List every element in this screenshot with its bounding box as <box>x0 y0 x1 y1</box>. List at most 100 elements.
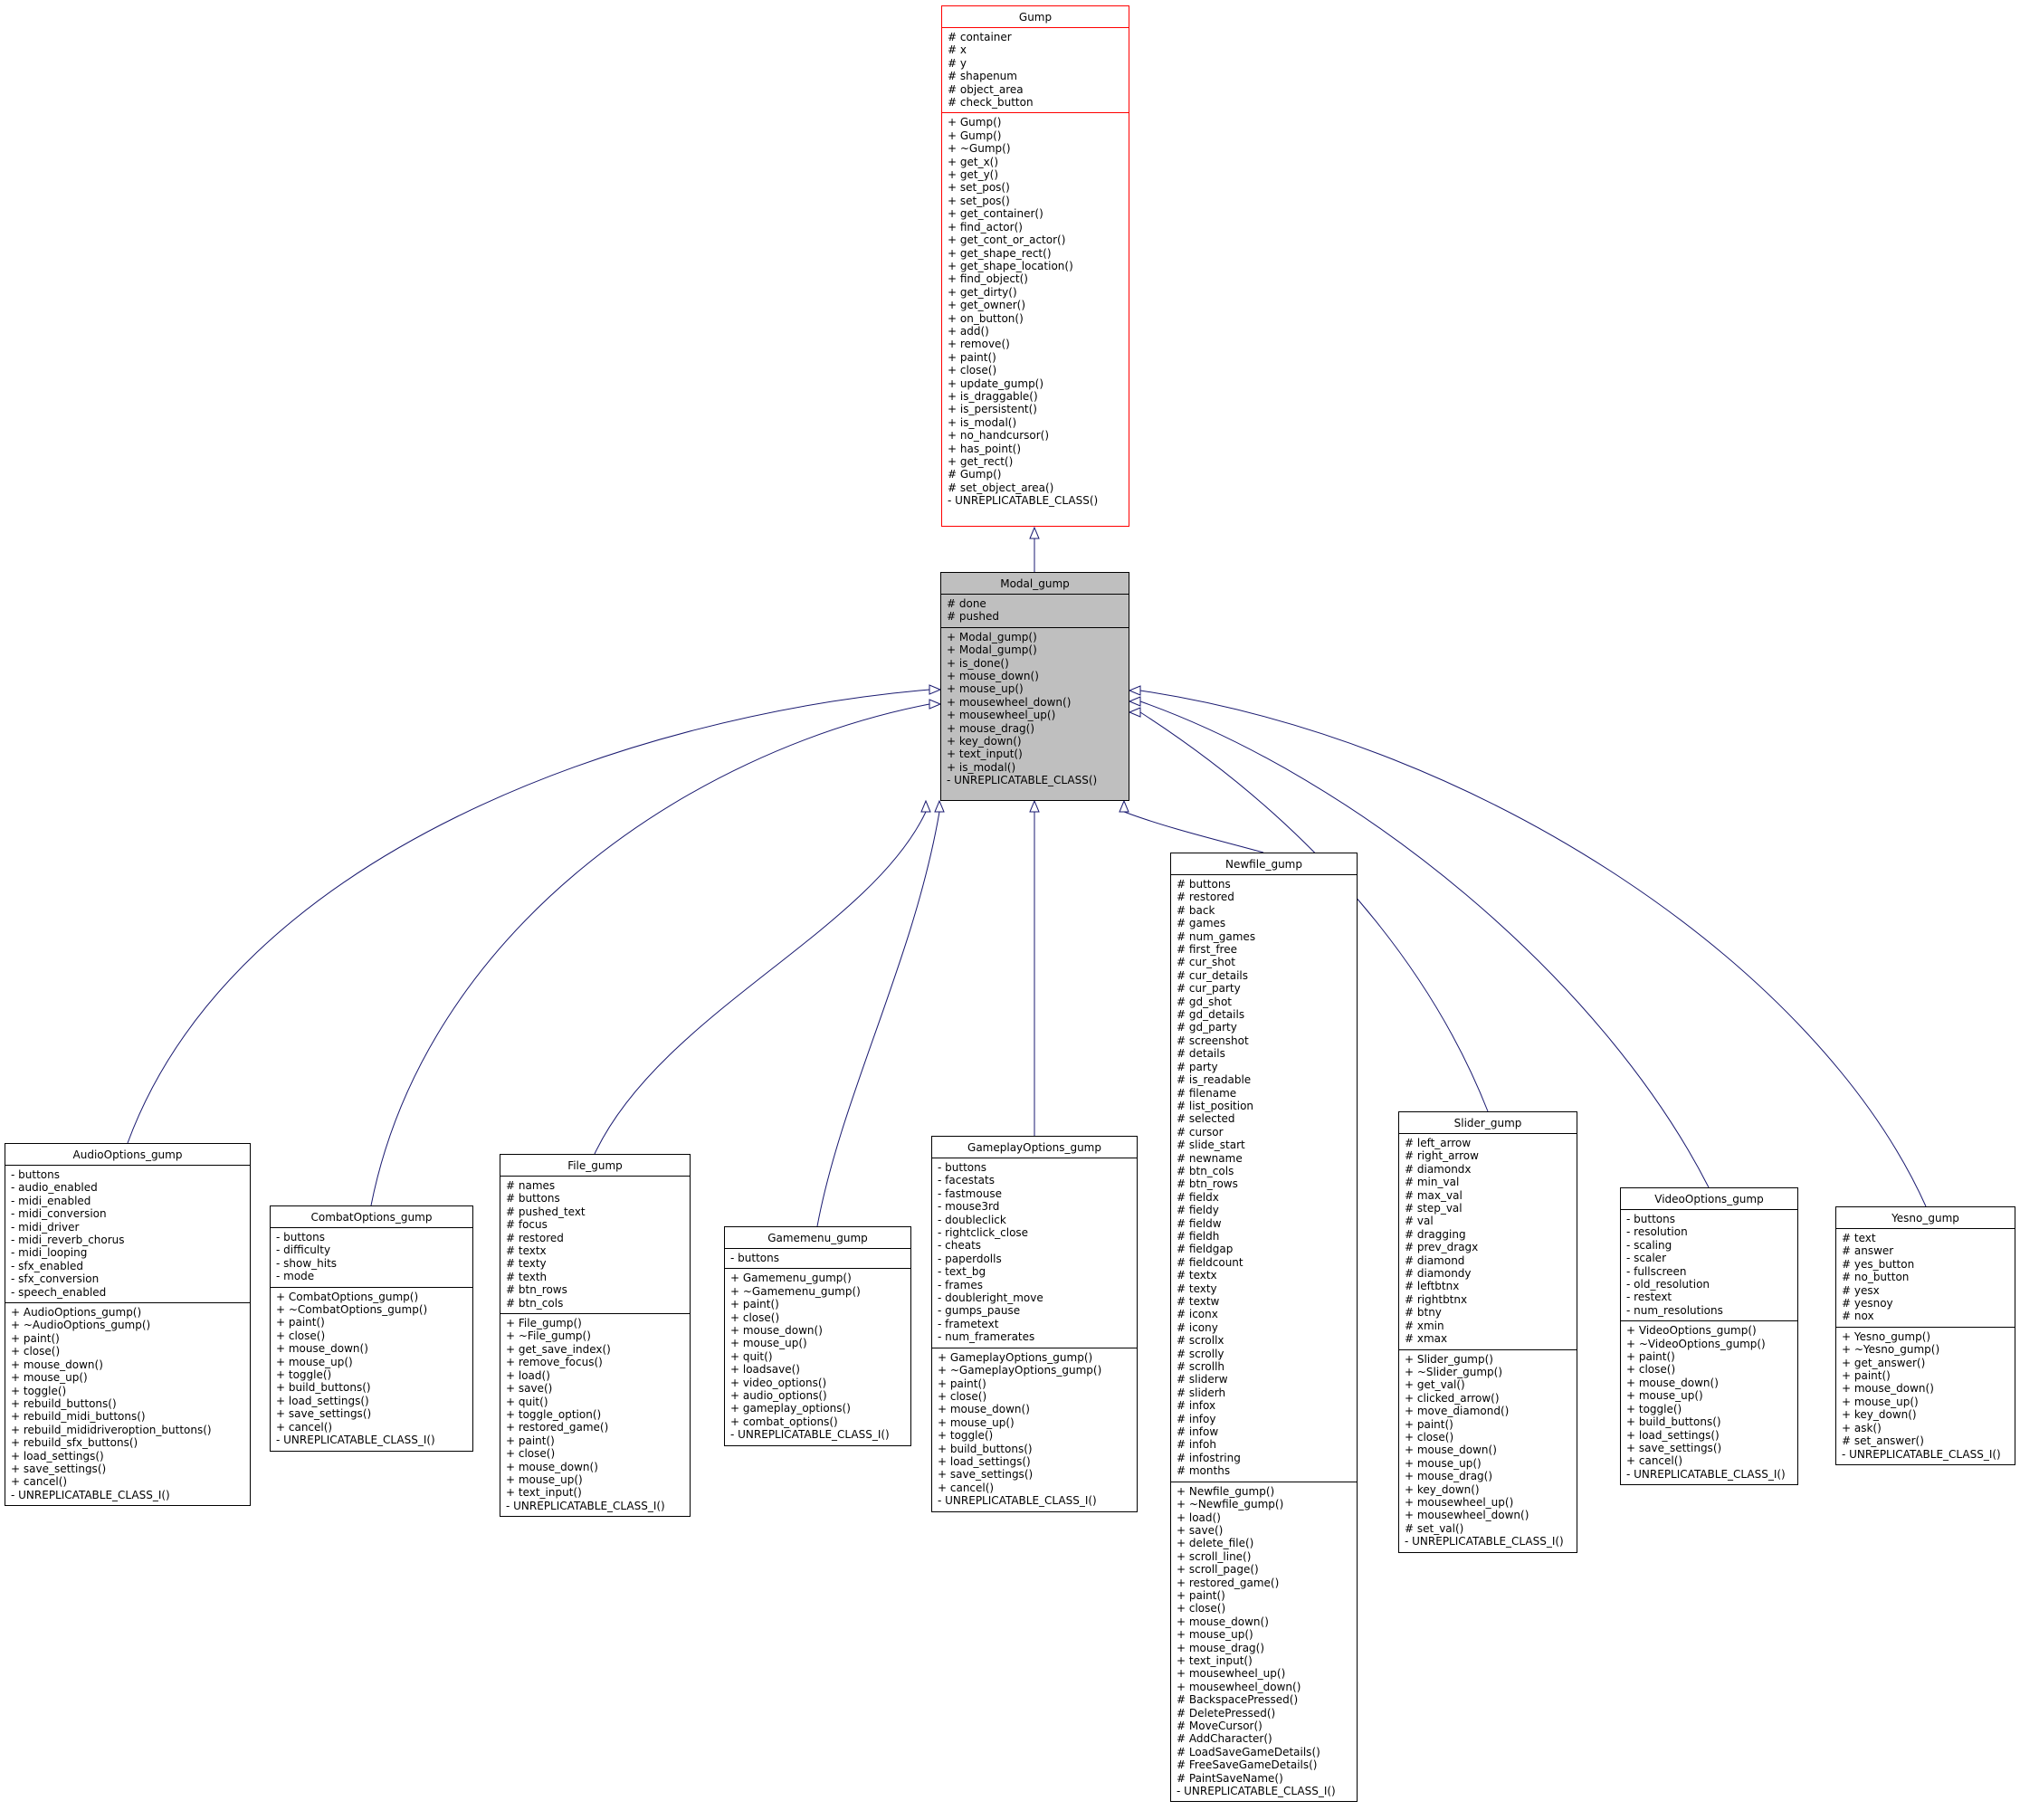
class-title: CombatOptions_gump <box>271 1206 472 1228</box>
class-attribute: - speech_enabled <box>11 1285 107 1299</box>
class-method: + paint() <box>1626 1350 1675 1364</box>
class-title: Modal_gump <box>941 573 1129 595</box>
class-attribute: # textx <box>506 1244 547 1258</box>
class-method: + cancel() <box>1626 1454 1683 1468</box>
methods-compartment: + Gamemenu_gump()+ ~Gamemenu_gump()+ pai… <box>725 1269 910 1444</box>
class-method: + toggle() <box>11 1384 67 1397</box>
methods-compartment: + Yesno_gump()+ ~Yesno_gump()+ get_answe… <box>1836 1328 2015 1464</box>
class-method: + mouse_drag() <box>1405 1470 1493 1483</box>
arrowhead-audio <box>929 684 942 695</box>
class-title: Slider_gump <box>1399 1112 1577 1134</box>
class-method: + mouse_up() <box>938 1415 1015 1429</box>
class-attribute: # buttons <box>1177 878 1231 891</box>
class-attribute: - audio_enabled <box>11 1181 98 1195</box>
class-attribute: - rightclick_close <box>938 1226 1029 1240</box>
class-box-file-gump[interactable]: File_gump# names# buttons# pushed_text# … <box>500 1154 691 1518</box>
class-box-combatoptions-gump[interactable]: CombatOptions_gump- buttons- difficulty-… <box>270 1205 473 1452</box>
class-method: + toggle() <box>276 1368 332 1382</box>
class-attribute: # gd_party <box>1177 1021 1237 1034</box>
class-attribute: # first_free <box>1177 943 1237 957</box>
class-method: + close() <box>1177 1602 1226 1615</box>
class-attribute: # names <box>506 1179 556 1192</box>
class-box-gamemenu-gump[interactable]: Gamemenu_gump- buttons+ Gamemenu_gump()+… <box>724 1226 911 1446</box>
methods-compartment: + AudioOptions_gump()+ ~AudioOptions_gum… <box>5 1303 250 1505</box>
class-method: + set_pos() <box>948 181 1010 195</box>
class-method: + find_object() <box>948 272 1028 286</box>
attributes-compartment: # names# buttons# pushed_text# focus# re… <box>500 1177 690 1315</box>
class-attribute: - scaler <box>1626 1252 1666 1265</box>
class-attribute: # fieldx <box>1177 1190 1219 1204</box>
class-attribute: # filename <box>1177 1086 1237 1100</box>
class-attribute: # right_arrow <box>1405 1149 1479 1163</box>
class-box-videooptions-gump[interactable]: VideoOptions_gump- buttons- resolution- … <box>1620 1187 1798 1486</box>
class-method: - UNREPLICATABLE_CLASS_I() <box>938 1494 1097 1508</box>
class-method: + load_settings() <box>938 1454 1031 1468</box>
class-box-slider-gump[interactable]: Slider_gump# left_arrow# right_arrow# di… <box>1398 1111 1577 1553</box>
class-attribute: # sliderh <box>1177 1386 1226 1399</box>
class-attribute: # cur_shot <box>1177 956 1235 969</box>
class-method: + quit() <box>506 1395 548 1408</box>
class-attribute: - buttons <box>276 1231 325 1244</box>
edge-combat-to-modal <box>370 703 930 1206</box>
class-method: + GameplayOptions_gump() <box>938 1350 1093 1364</box>
methods-compartment: + Modal_gump()+ Modal_gump()+ is_done()+… <box>941 628 1129 800</box>
class-attribute: # shapenum <box>948 70 1017 83</box>
class-attribute: - show_hits <box>276 1256 338 1270</box>
class-method: # LoadSaveGameDetails() <box>1177 1745 1320 1758</box>
class-attribute: - difficulty <box>276 1244 331 1257</box>
class-method: + remove_focus() <box>506 1356 603 1369</box>
class-method: + paint() <box>1405 1417 1453 1431</box>
class-method: + ~VideoOptions_gump() <box>1626 1337 1766 1350</box>
class-method: + paint() <box>11 1331 60 1345</box>
class-attribute: # yesnoy <box>1842 1297 1893 1310</box>
class-box-modal-gump[interactable]: Modal_gump# done# pushed+ Modal_gump()+ … <box>940 572 1129 801</box>
class-method: + get_save_index() <box>506 1342 611 1356</box>
class-attribute: # cursor <box>1177 1125 1224 1139</box>
class-box-gump[interactable]: Gump# container# x# y# shapenum# object_… <box>941 5 1129 527</box>
class-method: - UNREPLICATABLE_CLASS_I() <box>1405 1535 1564 1548</box>
class-method: + is_modal() <box>948 415 1017 429</box>
class-method: + has_point() <box>948 442 1022 455</box>
class-method: + Slider_gump() <box>1405 1352 1493 1366</box>
class-attribute: - mouse3rd <box>938 1200 1000 1214</box>
class-method: + is_modal() <box>947 760 1016 774</box>
class-method: # set_object_area() <box>948 481 1054 494</box>
class-method: + mouse_down() <box>276 1342 368 1356</box>
class-method: + toggle() <box>938 1429 994 1443</box>
class-attribute: # iconx <box>1177 1308 1218 1321</box>
class-attribute: # x <box>948 43 967 57</box>
class-method: + mouse_down() <box>1842 1382 1934 1396</box>
class-attribute: # container <box>948 31 1012 43</box>
class-attribute: - doubleright_move <box>938 1291 1043 1305</box>
class-attribute: # texty <box>506 1257 547 1271</box>
class-box-yesno-gump[interactable]: Yesno_gump# text# answer# yes_button# no… <box>1835 1206 2015 1465</box>
class-method: + ~Gamemenu_gump() <box>730 1284 861 1298</box>
methods-compartment: + File_gump()+ ~File_gump()+ get_save_in… <box>500 1314 690 1516</box>
class-method: + text_input() <box>1177 1653 1253 1667</box>
attributes-compartment: - buttons- resolution- scaling- scaler- … <box>1621 1210 1797 1322</box>
class-method: + key_down() <box>947 735 1022 748</box>
class-box-newfile-gump[interactable]: Newfile_gump# buttons# restored# back# g… <box>1170 853 1358 1803</box>
class-title: Newfile_gump <box>1171 853 1357 875</box>
class-method: + close() <box>1405 1430 1454 1444</box>
class-box-gameplayoptions-gump[interactable]: GameplayOptions_gump- buttons- facestats… <box>931 1136 1138 1512</box>
class-attribute: # rightbtnx <box>1405 1292 1468 1306</box>
class-attribute: - mode <box>276 1270 315 1283</box>
class-method: + gameplay_options() <box>730 1402 851 1415</box>
arrowhead-video <box>1128 696 1141 707</box>
class-method: + mousewheel_down() <box>1405 1509 1529 1522</box>
class-box-audiooptions-gump[interactable]: AudioOptions_gump- buttons- audio_enable… <box>5 1143 251 1507</box>
methods-compartment: + Slider_gump()+ ~Slider_gump()+ get_val… <box>1399 1350 1577 1552</box>
class-attribute: # btn_rows <box>506 1283 567 1297</box>
class-method: - UNREPLICATABLE_CLASS_I() <box>1842 1447 2001 1461</box>
class-attribute: # is_readable <box>1177 1073 1252 1087</box>
class-method: + ~GameplayOptions_gump() <box>938 1364 1102 1377</box>
class-method: + paint() <box>730 1298 779 1311</box>
class-attribute: - restext <box>1626 1291 1672 1304</box>
class-method: + get_rect() <box>948 455 1014 468</box>
class-method: + mouse_down() <box>947 670 1039 683</box>
class-method: + load() <box>506 1368 550 1382</box>
attributes-compartment: # text# answer# yes_button# no_button# y… <box>1836 1229 2015 1328</box>
class-method: + build_buttons() <box>276 1381 371 1395</box>
class-method: + Modal_gump() <box>947 643 1037 657</box>
